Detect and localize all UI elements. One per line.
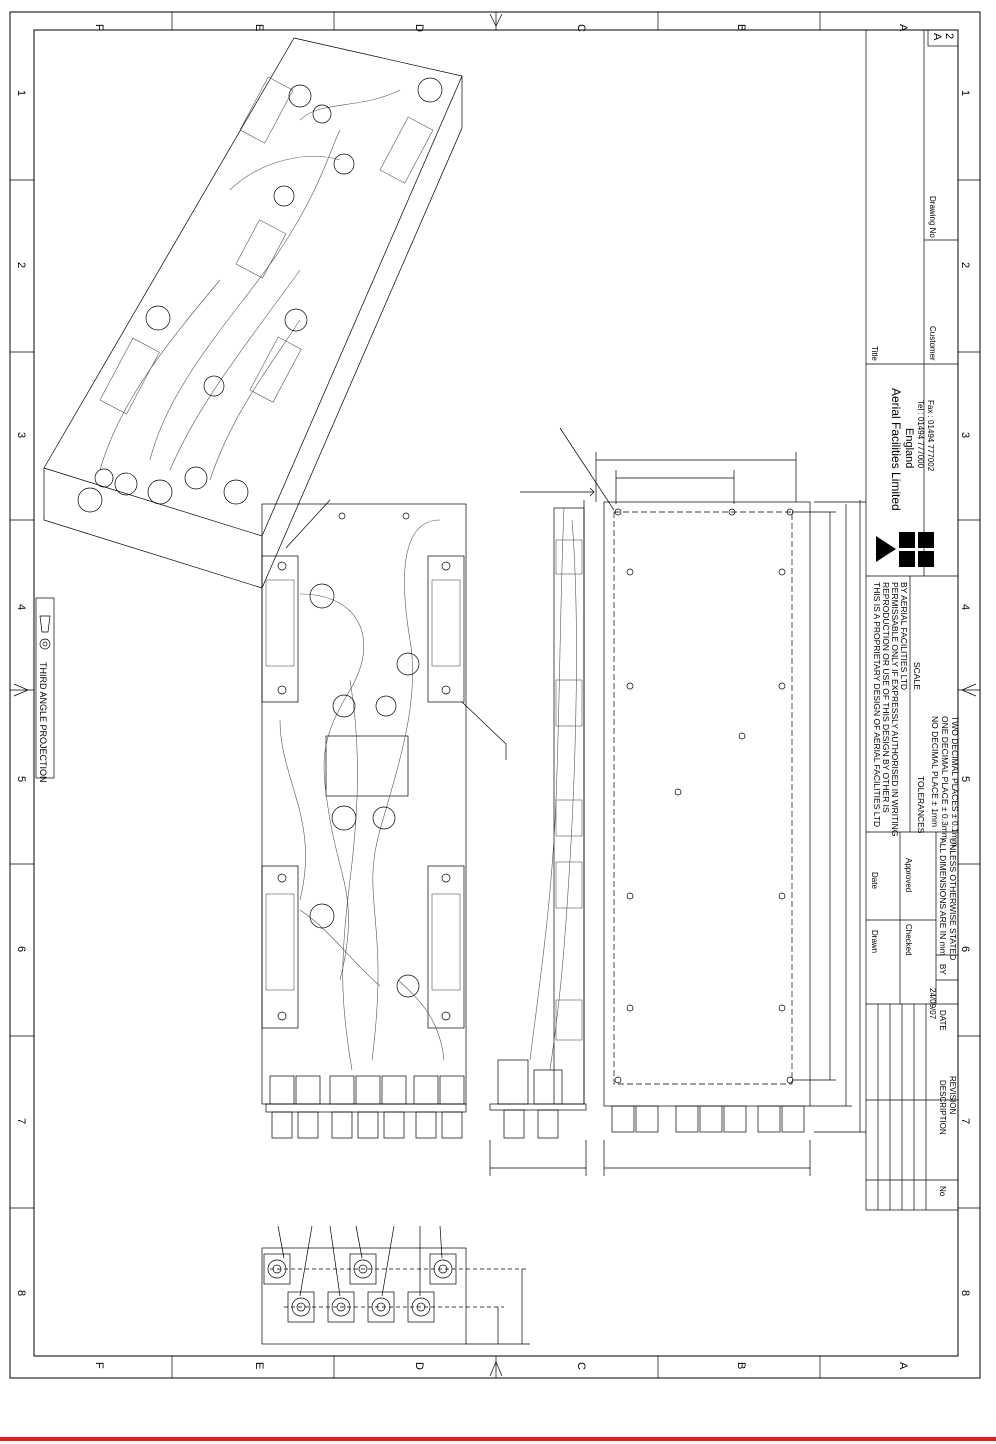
tolerance-line-2: ONE DECIMAL PLACE ± 0.3mm xyxy=(940,716,950,840)
zone-row-left-7: 7 xyxy=(15,1118,27,1124)
revision-by-label: BY xyxy=(938,964,947,975)
approved-label: Approved xyxy=(904,858,913,892)
inner-border xyxy=(33,29,959,1357)
proprietary-line-2: REPRODUCTION OR USE OF THIS DESIGN BY OT… xyxy=(881,582,891,813)
proprietary-line-4: BY AERIAL FACILITIES LTD xyxy=(899,582,909,690)
zone-row-right-5: 5 xyxy=(959,776,971,782)
drawn-label: Drawn xyxy=(870,930,879,953)
date-label: Date xyxy=(870,872,879,889)
company-country: England xyxy=(903,428,915,468)
revision-no-label: No xyxy=(938,1186,947,1197)
zone-row-right-6: 6 xyxy=(959,946,971,952)
zone-row-left-3: 3 xyxy=(15,432,27,438)
footer-rule xyxy=(0,1437,996,1441)
zone-col-bottom-F: F xyxy=(93,1362,105,1369)
outer-border xyxy=(9,11,981,1379)
zone-col-bottom-C: C xyxy=(575,1362,587,1370)
zone-row-left-6: 6 xyxy=(15,946,27,952)
isometric-view xyxy=(43,37,463,589)
dimension-note-2: UNLESS OTHERWISE STATED xyxy=(948,838,958,960)
zone-row-left-5: 5 xyxy=(15,776,27,782)
front-view xyxy=(559,427,866,1176)
company-logo-icon xyxy=(876,532,934,567)
zone-col-top-B: B xyxy=(735,24,747,31)
zone-row-right-8: 8 xyxy=(959,1290,971,1296)
zone-col-top-E: E xyxy=(253,24,265,31)
company-name: Aerial Facilities Limited xyxy=(889,388,903,511)
dimension-note-1: ALL DIMENSIONS ARE IN mm xyxy=(938,838,948,956)
zone-row-right-2: 2 xyxy=(959,262,971,268)
zone-col-top-A: A xyxy=(897,24,909,32)
sheet-number: 2 xyxy=(943,33,955,39)
zone-col-top-D: D xyxy=(413,24,425,32)
projection-symbol-icon xyxy=(39,615,51,650)
sheet-size: A xyxy=(931,33,943,41)
sheet-size-block: A 2 xyxy=(927,29,959,47)
tolerance-line-3: TWO DECIMAL PLACES ± 0.1mm xyxy=(950,716,960,847)
tolerances-heading: TOLERANCES xyxy=(916,776,926,834)
zone-row-left-8: 8 xyxy=(15,1290,27,1296)
drawing-no-label: Drawing No xyxy=(928,196,937,238)
zone-col-bottom-E: E xyxy=(253,1362,265,1369)
revision-date-value: 24/09/07 xyxy=(928,988,937,1020)
company-tel: Tel : 01494 777000 xyxy=(916,400,925,469)
company-fax: Fax : 01494 777002 xyxy=(926,400,935,472)
connector-end-view xyxy=(261,1225,530,1345)
tolerance-line-1: NO DECIMAL PLACE ± 1mm xyxy=(930,716,940,827)
zone-row-left-2: 2 xyxy=(15,262,27,268)
revision-date-label: DATE xyxy=(938,1010,947,1031)
side-view xyxy=(489,487,595,1176)
zone-col-top-F: F xyxy=(93,24,105,31)
proprietary-line-1: THIS IS A PROPRIETARY DESIGN OF AERIAL F… xyxy=(872,582,882,827)
projection-box: THIRD ANGLE PROJECTION xyxy=(35,597,55,783)
zone-row-right-3: 3 xyxy=(959,432,971,438)
checked-label: Checked xyxy=(904,924,913,956)
zone-row-left-1: 1 xyxy=(15,90,27,96)
scale-label: SCALE xyxy=(912,662,922,690)
zone-row-right-1: 1 xyxy=(959,90,971,96)
projection-label: THIRD ANGLE PROJECTION xyxy=(38,662,48,783)
zone-col-bottom-A: A xyxy=(897,1362,909,1370)
zone-row-right-4: 4 xyxy=(959,604,971,610)
zone-col-top-C: C xyxy=(575,24,587,32)
zone-row-right-7: 7 xyxy=(959,1118,971,1124)
title-block xyxy=(865,29,959,1211)
zone-col-bottom-B: B xyxy=(735,1362,747,1369)
zone-ticks xyxy=(10,12,980,1378)
company-block: Aerial Facilities Limited England Tel : … xyxy=(876,388,935,567)
zone-col-bottom-D: D xyxy=(413,1362,425,1370)
title-label: Title xyxy=(870,346,879,361)
customer-label: Customer xyxy=(928,326,937,361)
zone-row-left-4: 4 xyxy=(15,604,27,610)
proprietary-line-3: PERMISSABLE ONLY IF EXPRESSLY AUTHORISED… xyxy=(890,582,900,836)
revision-description-label: DESCRIPTION xyxy=(938,1080,947,1135)
revision-label: REVISION xyxy=(948,1076,957,1114)
plan-view xyxy=(261,499,507,1139)
